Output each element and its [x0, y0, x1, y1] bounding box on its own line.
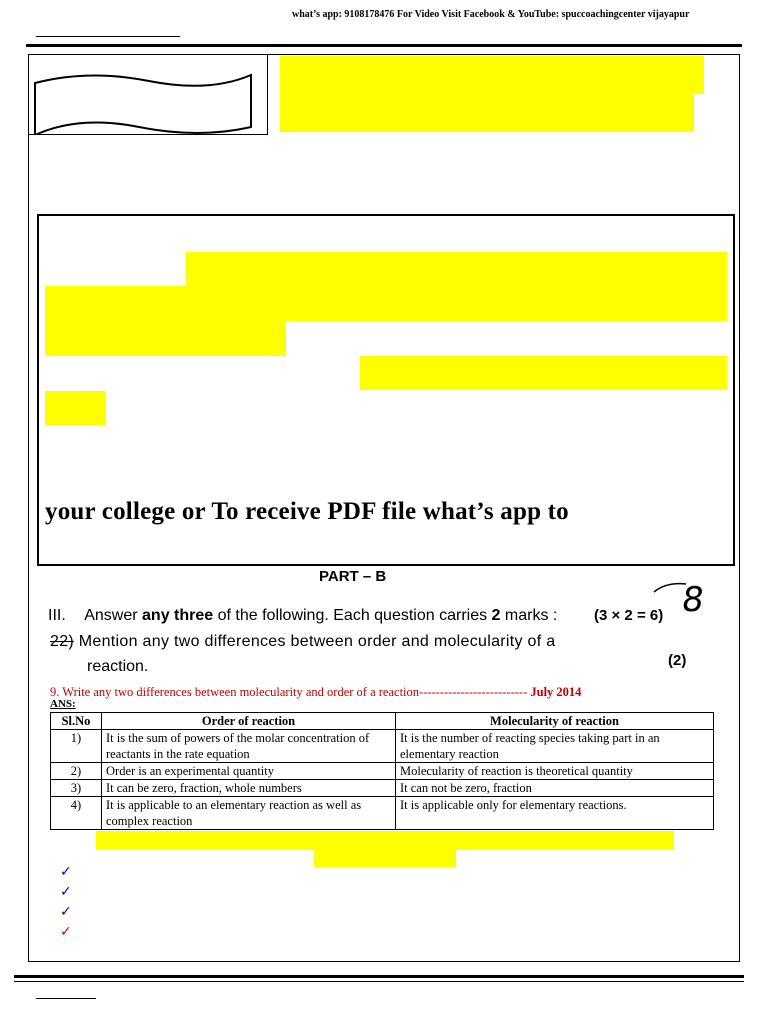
molecularity-cell: It is the number of reacting species tak…	[395, 729, 714, 763]
header-thick-rule	[26, 44, 742, 47]
row-number: 4)	[50, 796, 102, 830]
redaction-highlight	[45, 286, 727, 321]
check-icon: ✓	[60, 924, 72, 940]
molecularity-cell: It is applicable only for elementary rea…	[395, 796, 714, 830]
redaction-highlight	[280, 94, 694, 132]
table-row: 3) It can be zero, fraction, whole numbe…	[50, 779, 714, 797]
instruction-post: marks :	[500, 607, 558, 624]
order-cell: It can be zero, fraction, whole numbers	[101, 779, 396, 797]
solution-question-year: July 2014	[530, 685, 582, 699]
redaction-highlight	[45, 391, 106, 425]
redaction-highlight	[280, 56, 704, 94]
check-icon: ✓	[60, 864, 72, 880]
column-header: Sl.No	[50, 712, 102, 730]
notice-bottom-line: your college or To receive PDF file what…	[45, 498, 569, 525]
solution-question: 9. Write any two differences between mol…	[50, 685, 581, 700]
redaction-highlight	[96, 831, 674, 850]
instruction-pre: Answer	[84, 607, 143, 624]
question-line-2: reaction.	[87, 658, 149, 675]
section-number: III.	[48, 607, 66, 624]
check-icon: ✓	[60, 884, 72, 900]
solution-question-text: 9. Write any two differences between mol…	[50, 685, 528, 699]
part-label: PART – B	[319, 568, 387, 585]
order-cell: Order is an experimental quantity	[101, 762, 396, 780]
column-header: Molecularity of reaction	[395, 712, 714, 730]
question-number: 22)	[50, 633, 75, 650]
order-cell: It is the sum of powers of the molar con…	[101, 729, 396, 763]
header-contact-line: what’s app: 9108178476 For Video Visit F…	[292, 9, 690, 20]
instruction-bold: any three	[142, 607, 214, 624]
comparison-table: Sl.No Order of reaction Molecularity of …	[50, 712, 714, 830]
handwritten-stroke-icon	[653, 582, 687, 593]
column-header: Order of reaction	[101, 712, 396, 730]
logo-box	[29, 55, 268, 135]
row-number: 3)	[50, 779, 102, 797]
question-line-1: 22) Mention any two differences between …	[50, 633, 555, 651]
notice-box	[37, 214, 735, 566]
section-instruction: III. Answer any three of the following. …	[48, 607, 557, 625]
row-number: 2)	[50, 762, 102, 780]
table-header-row: Sl.No Order of reaction Molecularity of …	[50, 712, 714, 730]
footer-thick-rule	[14, 975, 744, 978]
instruction-marks: 2	[491, 607, 501, 624]
footer-short-rule	[36, 998, 96, 999]
check-icon: ✓	[60, 904, 72, 920]
table-row: 4) It is applicable to an elementary rea…	[50, 796, 714, 830]
question-marks: (2)	[668, 652, 687, 669]
redaction-highlight	[314, 850, 456, 867]
header-short-rule	[36, 36, 180, 37]
marks-formula: (3 × 2 = 6)	[594, 607, 664, 624]
table-row: 1) It is the sum of powers of the molar …	[50, 729, 714, 763]
answer-label: ANS:	[50, 698, 76, 710]
row-number: 1)	[50, 729, 102, 763]
molecularity-cell: Molecularity of reaction is theoretical …	[395, 762, 714, 780]
redaction-highlight	[45, 321, 286, 356]
order-cell: It is applicable to an elementary reacti…	[101, 796, 396, 830]
footer-thin-rule	[14, 981, 744, 982]
instruction-mid: of the following. Each question carries	[213, 607, 492, 624]
redaction-highlight	[186, 252, 727, 286]
molecularity-cell: It can not be zero, fraction	[395, 779, 714, 797]
ribbon-banner-icon	[34, 73, 252, 135]
question-text-1: Mention any two differences between orde…	[78, 633, 556, 650]
redaction-highlight	[360, 356, 727, 390]
page-frame	[28, 54, 740, 962]
table-row: 2) Order is an experimental quantity Mol…	[50, 762, 714, 780]
